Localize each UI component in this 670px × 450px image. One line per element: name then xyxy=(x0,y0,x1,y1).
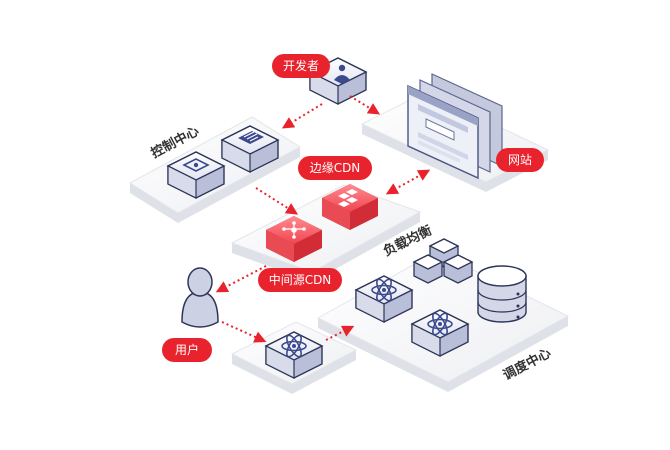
database-icon xyxy=(477,265,527,323)
list-icon xyxy=(238,131,264,144)
arrow-cdn-website xyxy=(385,169,431,195)
label-website-text: 网站 xyxy=(508,153,532,167)
arrow-developer-to-control xyxy=(281,103,323,129)
label-user: 用户 xyxy=(162,338,212,362)
user-atom-node xyxy=(264,331,324,379)
arrow-developer-to-website xyxy=(349,95,381,115)
connection-arrows xyxy=(215,95,431,343)
person-icon xyxy=(334,64,350,84)
grid-icon xyxy=(338,189,358,207)
network-hub-icon xyxy=(282,221,306,239)
edge-cdn-node xyxy=(322,184,378,230)
label-mid-cdn: 中间源CDN xyxy=(258,268,342,292)
lb-atom-node-1 xyxy=(354,275,414,323)
label-edge-cdn-text: 边缘CDN xyxy=(310,161,361,175)
mid-cdn-node xyxy=(266,216,322,262)
label-mid-cdn-text: 中间源CDN xyxy=(269,272,332,287)
website-browser-icon xyxy=(407,73,503,180)
monitor-icon xyxy=(182,158,210,172)
arrow-user-to-node xyxy=(221,321,267,343)
label-edge-cdn: 边缘CDN xyxy=(298,156,372,180)
control-node-list xyxy=(220,125,280,173)
label-developer-text: 开发者 xyxy=(283,58,319,73)
label-website: 网站 xyxy=(496,148,544,172)
label-developer: 开发者 xyxy=(272,54,330,78)
arrow-cdn-to-user xyxy=(215,265,267,293)
label-user-text: 用户 xyxy=(175,342,199,357)
arrow-control-to-cdn xyxy=(255,187,299,215)
lb-cubes-node xyxy=(412,238,474,284)
control-node-monitor xyxy=(166,151,226,199)
lb-atom-node-2 xyxy=(410,309,470,357)
user-figure xyxy=(181,267,219,328)
